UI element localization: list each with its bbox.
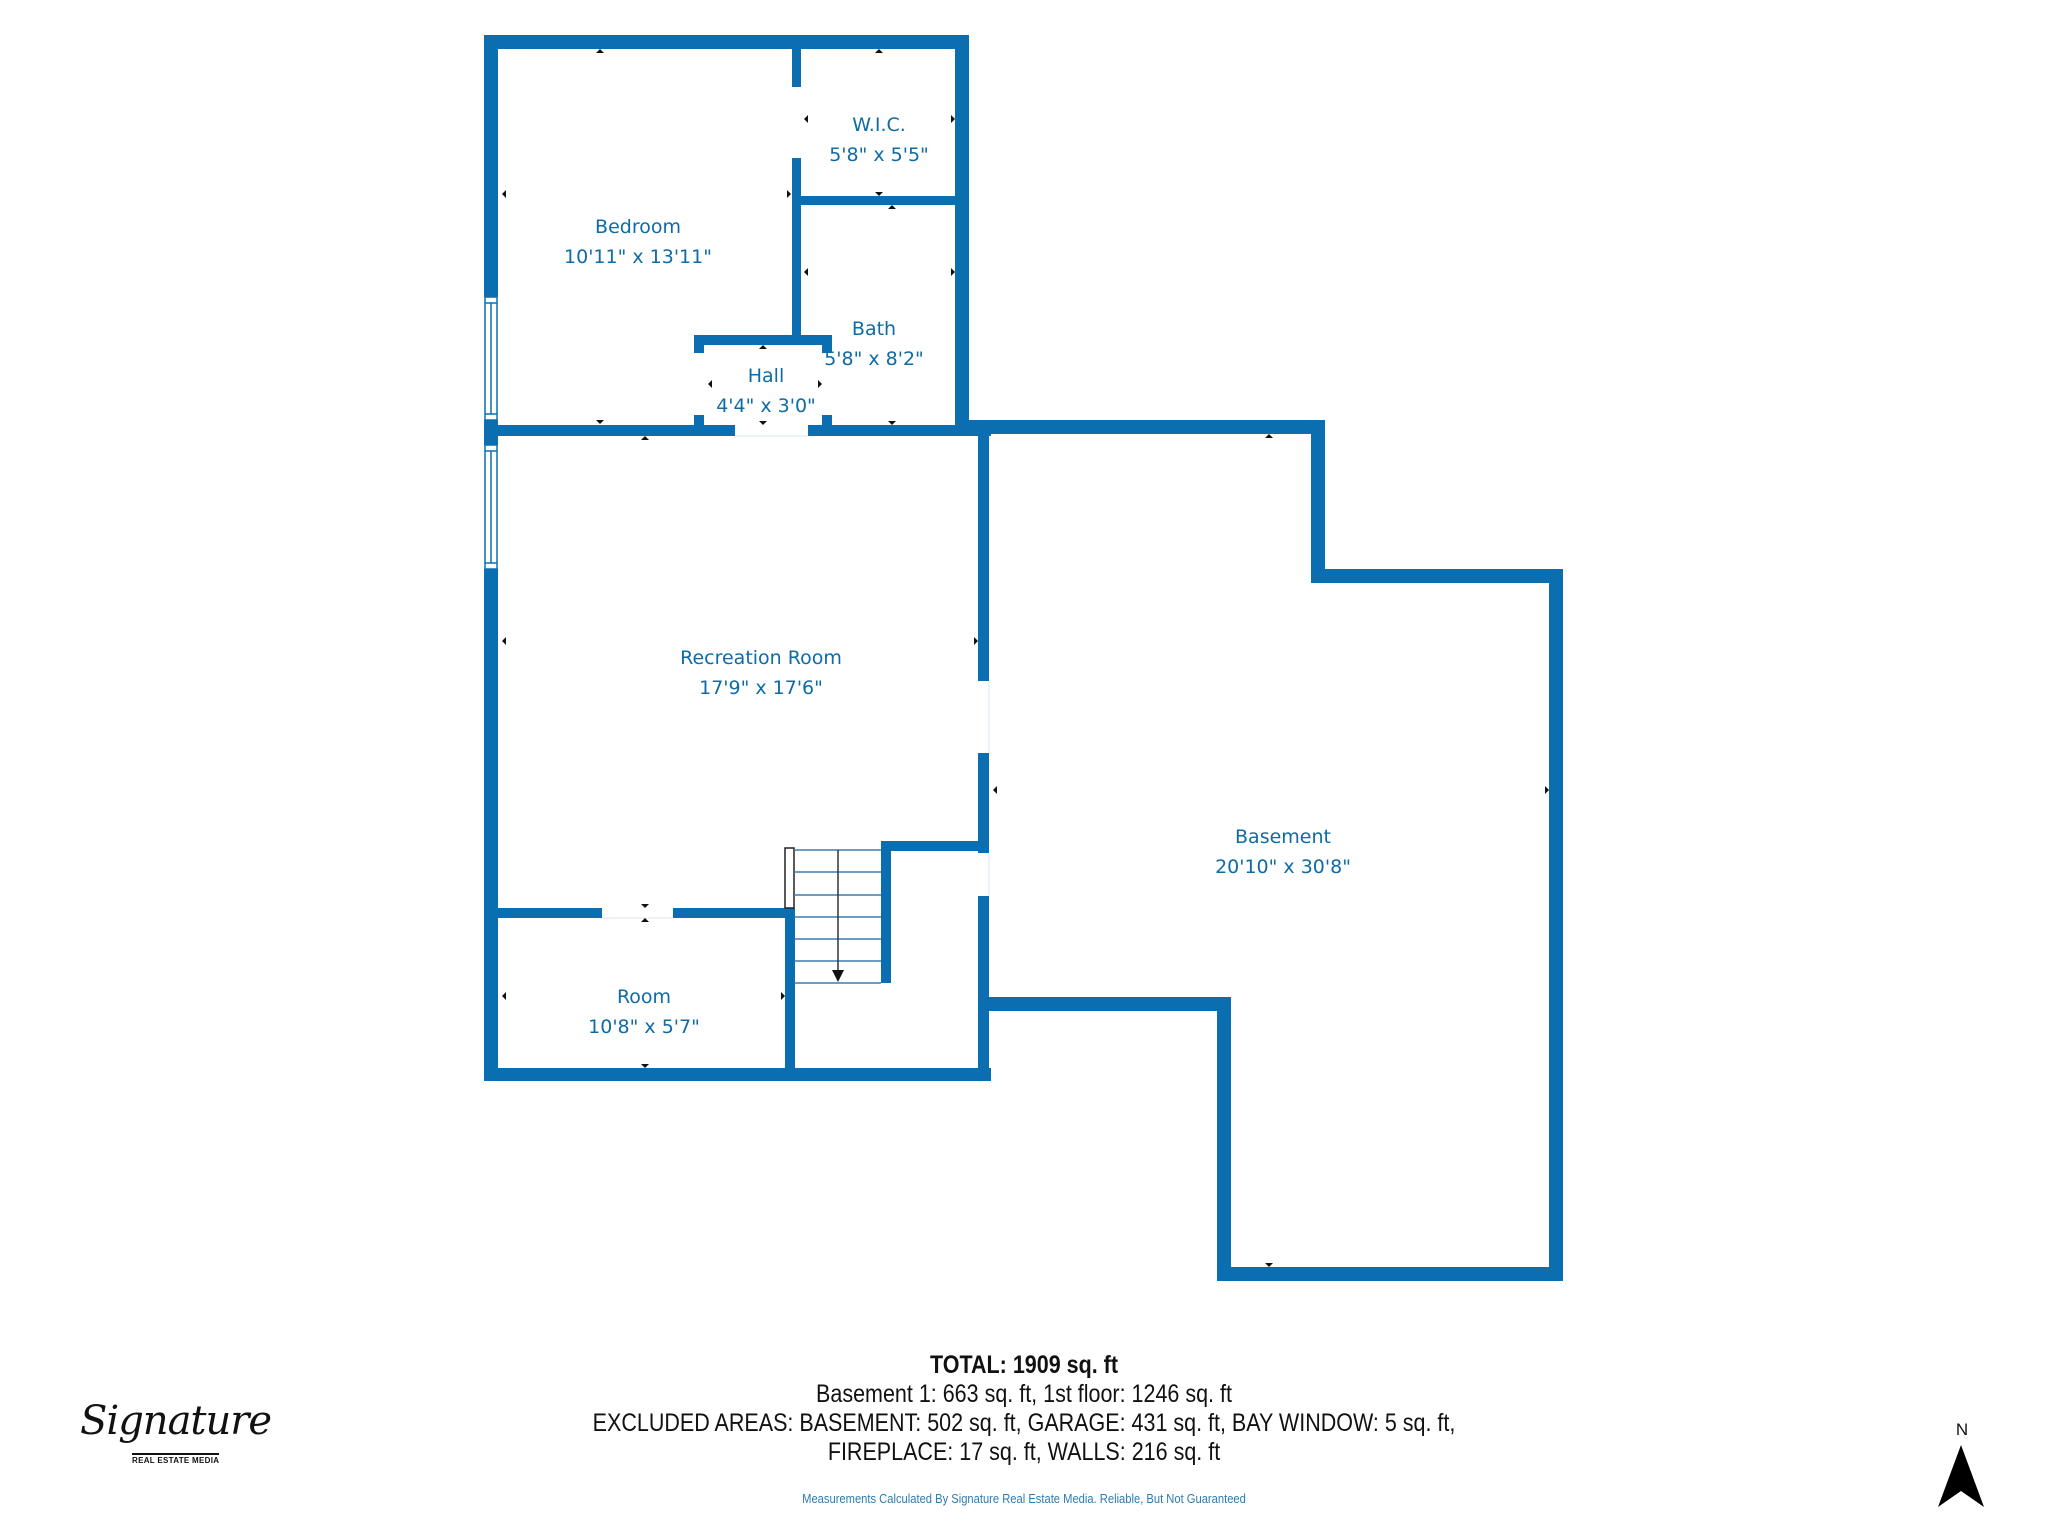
walls bbox=[484, 35, 1563, 1281]
excluded-areas-line-1: EXCLUDED AREAS: BASEMENT: 502 sq. ft, GA… bbox=[592, 1409, 1456, 1437]
room-label-bath: Bath 5'8" x 8'2" bbox=[824, 314, 924, 374]
north-arrow-icon bbox=[1938, 1445, 1984, 1507]
room-dimensions: 17'9" x 17'6" bbox=[699, 677, 823, 699]
room-name: Bath bbox=[851, 318, 897, 340]
disclaimer: Measurements Calculated By Signature Rea… bbox=[802, 1491, 1246, 1506]
room-label-room: Room 10'8" x 5'7" bbox=[588, 982, 700, 1042]
windows bbox=[484, 296, 498, 570]
room-name: Basement bbox=[1235, 826, 1331, 848]
logo-subtitle: REAL ESTATE MEDIA bbox=[132, 1453, 220, 1465]
logo-script: Signature bbox=[80, 1398, 272, 1444]
signature-logo: Signature REAL ESTATE MEDIA bbox=[72, 1398, 272, 1478]
room-dimensions: 10'8" x 5'7" bbox=[588, 1016, 700, 1038]
room-label-bedroom: Bedroom 10'11" x 13'11" bbox=[564, 212, 712, 272]
stairs bbox=[784, 847, 881, 984]
door-openings bbox=[602, 435, 990, 919]
room-name: Bedroom bbox=[595, 216, 681, 238]
area-summary: TOTAL: 1909 sq. ft Basement 1: 663 sq. f… bbox=[0, 1351, 2048, 1467]
room-dimensions: 20'10" x 30'8" bbox=[1215, 856, 1351, 878]
room-label-recreation-room: Recreation Room 17'9" x 17'6" bbox=[680, 643, 842, 703]
room-label-basement: Basement 20'10" x 30'8" bbox=[1215, 822, 1351, 882]
room-dimensions: 5'8" x 5'5" bbox=[829, 144, 929, 166]
room-dimensions: 5'8" x 8'2" bbox=[824, 348, 924, 370]
room-dimensions: 10'11" x 13'11" bbox=[564, 246, 712, 268]
total-area: TOTAL: 1909 sq. ft bbox=[930, 1351, 1118, 1379]
room-label-hall: Hall 4'4" x 3'0" bbox=[716, 361, 816, 421]
dimension-markers bbox=[502, 49, 1549, 1267]
room-name: W.I.C. bbox=[852, 114, 906, 136]
compass: N bbox=[1936, 1420, 1988, 1512]
room-name: Recreation Room bbox=[680, 647, 842, 669]
room-name: Hall bbox=[747, 365, 785, 387]
north-label: N bbox=[1955, 1420, 1969, 1439]
room-dimensions: 4'4" x 3'0" bbox=[716, 395, 816, 417]
excluded-areas-line-2: FIREPLACE: 17 sq. ft, WALLS: 216 sq. ft bbox=[827, 1438, 1221, 1466]
room-label-wic: W.I.C. 5'8" x 5'5" bbox=[829, 110, 929, 170]
floor-areas: Basement 1: 663 sq. ft, 1st floor: 1246 … bbox=[816, 1380, 1232, 1408]
room-name: Room bbox=[616, 986, 672, 1008]
